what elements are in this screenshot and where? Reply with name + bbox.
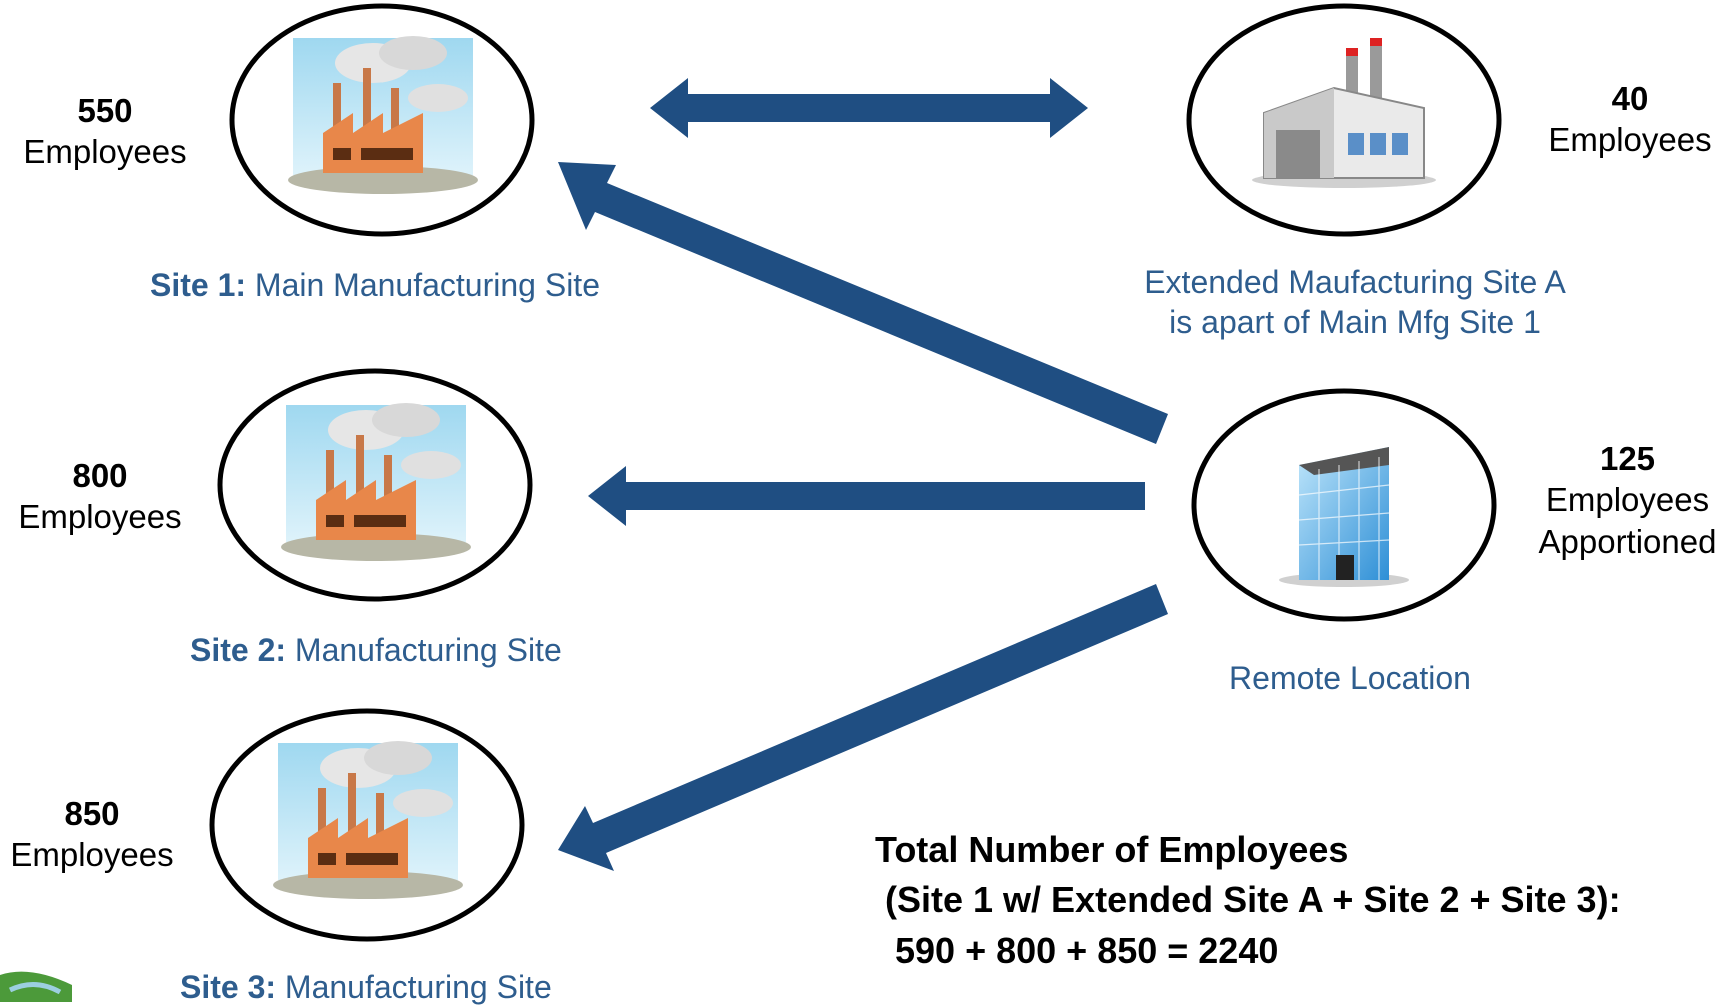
site3-circle <box>209 708 525 942</box>
factory-icon <box>288 36 478 194</box>
connection-arrows <box>558 78 1168 871</box>
total-calculation: 590 + 800 + 850 = 2240 <box>875 929 1279 971</box>
site1-circle <box>229 3 535 237</box>
logo-icon <box>0 971 72 1002</box>
remote-label: Remote Location <box>1229 660 1471 696</box>
arrow-remote-to-site3 <box>558 584 1168 871</box>
office-building-icon <box>1279 447 1409 587</box>
site1-label: Site 1: Main Manufacturing Site <box>150 267 600 303</box>
total-title: Total Number of Employees <box>875 829 1349 870</box>
arrow-site1-extended <box>650 78 1088 138</box>
arrow-remote-to-site2 <box>588 466 1145 526</box>
site2-label: Site 2: Manufacturing Site <box>190 632 562 668</box>
factory-icon <box>273 741 463 899</box>
site3-label: Site 3: Manufacturing Site <box>180 969 552 1005</box>
factory-icon <box>281 403 471 561</box>
total-summary: Total Number of Employees (Site 1 w/ Ext… <box>875 825 1621 976</box>
extended-label: Extended Maufacturing Site A is apart of… <box>1144 264 1566 340</box>
remote-circle <box>1191 388 1497 622</box>
warehouse-icon <box>1252 38 1436 188</box>
total-formula-desc: (Site 1 w/ Extended Site A + Site 2 + Si… <box>875 879 1621 921</box>
site2-circle <box>217 368 533 602</box>
arrow-remote-to-site1 <box>558 162 1168 444</box>
extended-circle <box>1186 3 1502 237</box>
